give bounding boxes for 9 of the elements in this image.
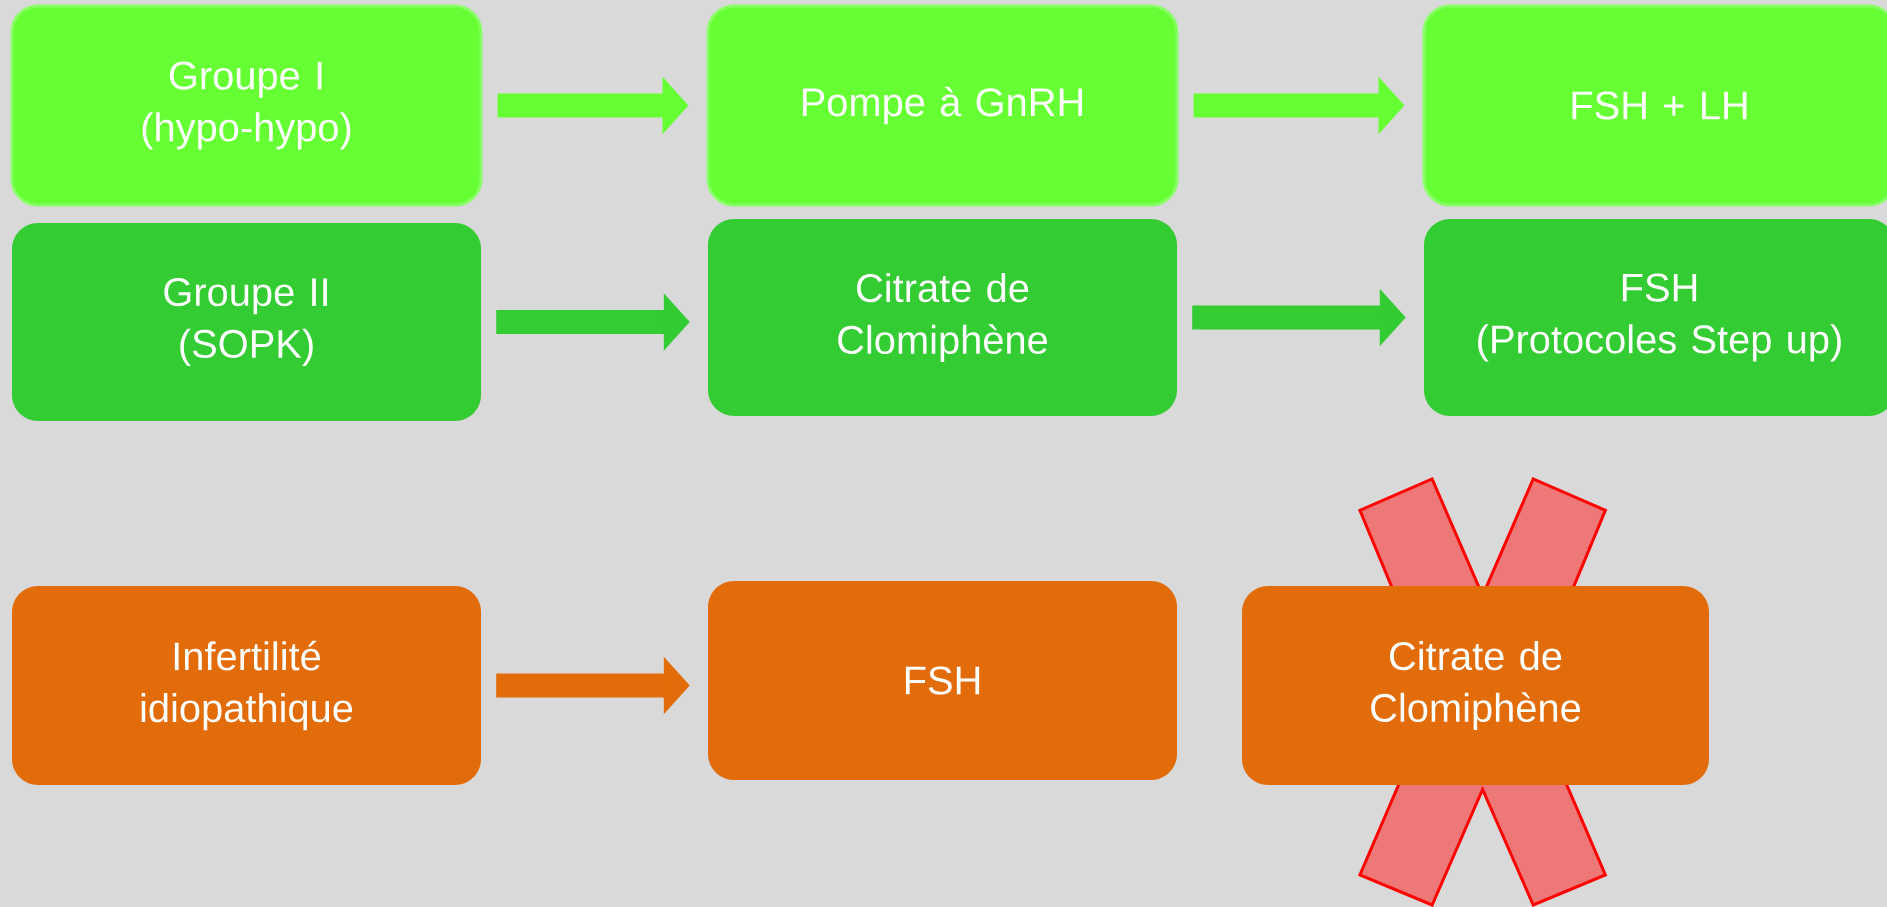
- process-box: Citrate de Clomiphène: [708, 219, 1177, 416]
- process-box: Infertilité idiopathique: [12, 586, 481, 785]
- process-box: FSH: [708, 581, 1177, 780]
- process-box: Groupe II (SOPK): [12, 223, 481, 421]
- process-box: Groupe I (hypo-hypo): [10, 4, 483, 207]
- process-box: Pompe à GnRH: [706, 4, 1179, 207]
- process-box: Citrate de Clomiphène: [1242, 586, 1709, 785]
- process-box: FSH + LH: [1422, 4, 1887, 207]
- process-box: FSH (Protocoles Step up): [1424, 219, 1887, 416]
